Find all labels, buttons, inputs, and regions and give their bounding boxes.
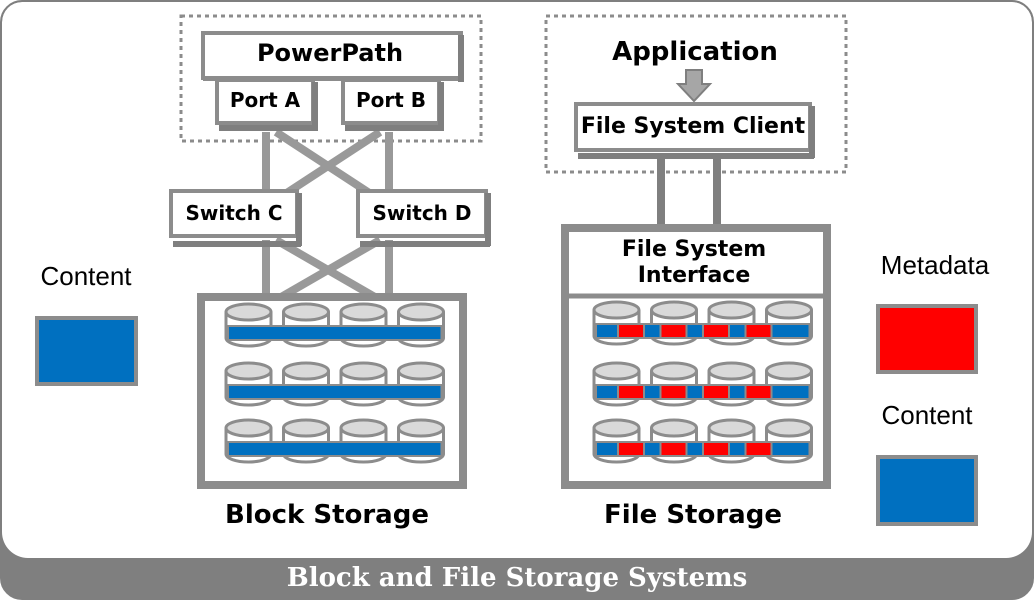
- left-content-legend-swatch: [35, 316, 138, 386]
- metadata-stripe: [617, 323, 645, 339]
- switch-c-label: Switch C: [185, 201, 282, 225]
- right-content-legend-label: Content: [881, 400, 973, 430]
- disk-row: [224, 361, 445, 407]
- file-system-client-box: File System Client: [574, 102, 815, 159]
- port-switch-links: [262, 128, 393, 204]
- metadata-stripe: [744, 384, 773, 400]
- disk-row: [224, 302, 445, 348]
- switch-d-label: Switch D: [373, 201, 472, 225]
- content-stripe: [227, 384, 443, 400]
- switch-storage-links: [262, 236, 393, 304]
- switch-d-box: Switch D: [356, 189, 491, 247]
- metadata-stripe: [702, 441, 730, 457]
- block-storage-caption: Block Storage: [225, 500, 429, 530]
- application-label: Application: [612, 37, 778, 67]
- metadata-stripe: [659, 384, 688, 400]
- metadata-stripe: [659, 441, 688, 457]
- content-stripe: [227, 325, 443, 341]
- metadata-stripe: [744, 441, 773, 457]
- fs-interface-label-line2: Interface: [638, 263, 751, 288]
- file-system-client-label: File System Client: [581, 114, 806, 139]
- fs-interface-label-line1: File System: [622, 237, 766, 262]
- right-content-legend-swatch: [876, 455, 978, 526]
- metadata-stripe: [659, 323, 688, 339]
- application-arrow-icon: [675, 69, 713, 103]
- port-a-box: Port A: [215, 78, 318, 131]
- block-host-boundary: [179, 14, 483, 143]
- switch-c-box: Switch C: [169, 189, 302, 247]
- port-b-box: Port B: [341, 78, 444, 131]
- block-disk-rows: [224, 302, 445, 464]
- block-storage-array: [197, 293, 467, 489]
- powerpath-box: PowerPath: [201, 31, 464, 82]
- left-content-legend-label: Content: [40, 261, 132, 291]
- file-storage-array: [561, 224, 831, 489]
- file-disk-rows: [592, 300, 813, 464]
- port-b-label: Port B: [356, 88, 426, 112]
- metadata-stripe: [617, 441, 645, 457]
- metadata-stripe: [702, 384, 730, 400]
- file-host-boundary: [544, 14, 848, 174]
- metadata-legend-label: Metadata: [881, 250, 990, 280]
- metadata-stripe: [702, 323, 730, 339]
- diagram-title: Block and File Storage Systems: [286, 563, 748, 593]
- disk-row: [592, 300, 813, 346]
- disk-row: [592, 361, 813, 407]
- powerpath-label: PowerPath: [257, 39, 403, 67]
- content-stripe: [227, 441, 443, 457]
- file-storage-caption: File Storage: [604, 500, 782, 530]
- metadata-stripe: [744, 323, 773, 339]
- port-a-label: Port A: [230, 88, 301, 112]
- client-interface-links: [657, 155, 721, 226]
- diagram-canvas: [2, 2, 1032, 558]
- disk-row: [592, 418, 813, 464]
- disk-row: [224, 418, 445, 464]
- diagram-svg: PowerPath Port A Port B Switch C Switch …: [35, 14, 990, 530]
- metadata-legend-swatch: [876, 304, 978, 374]
- metadata-stripe: [617, 384, 645, 400]
